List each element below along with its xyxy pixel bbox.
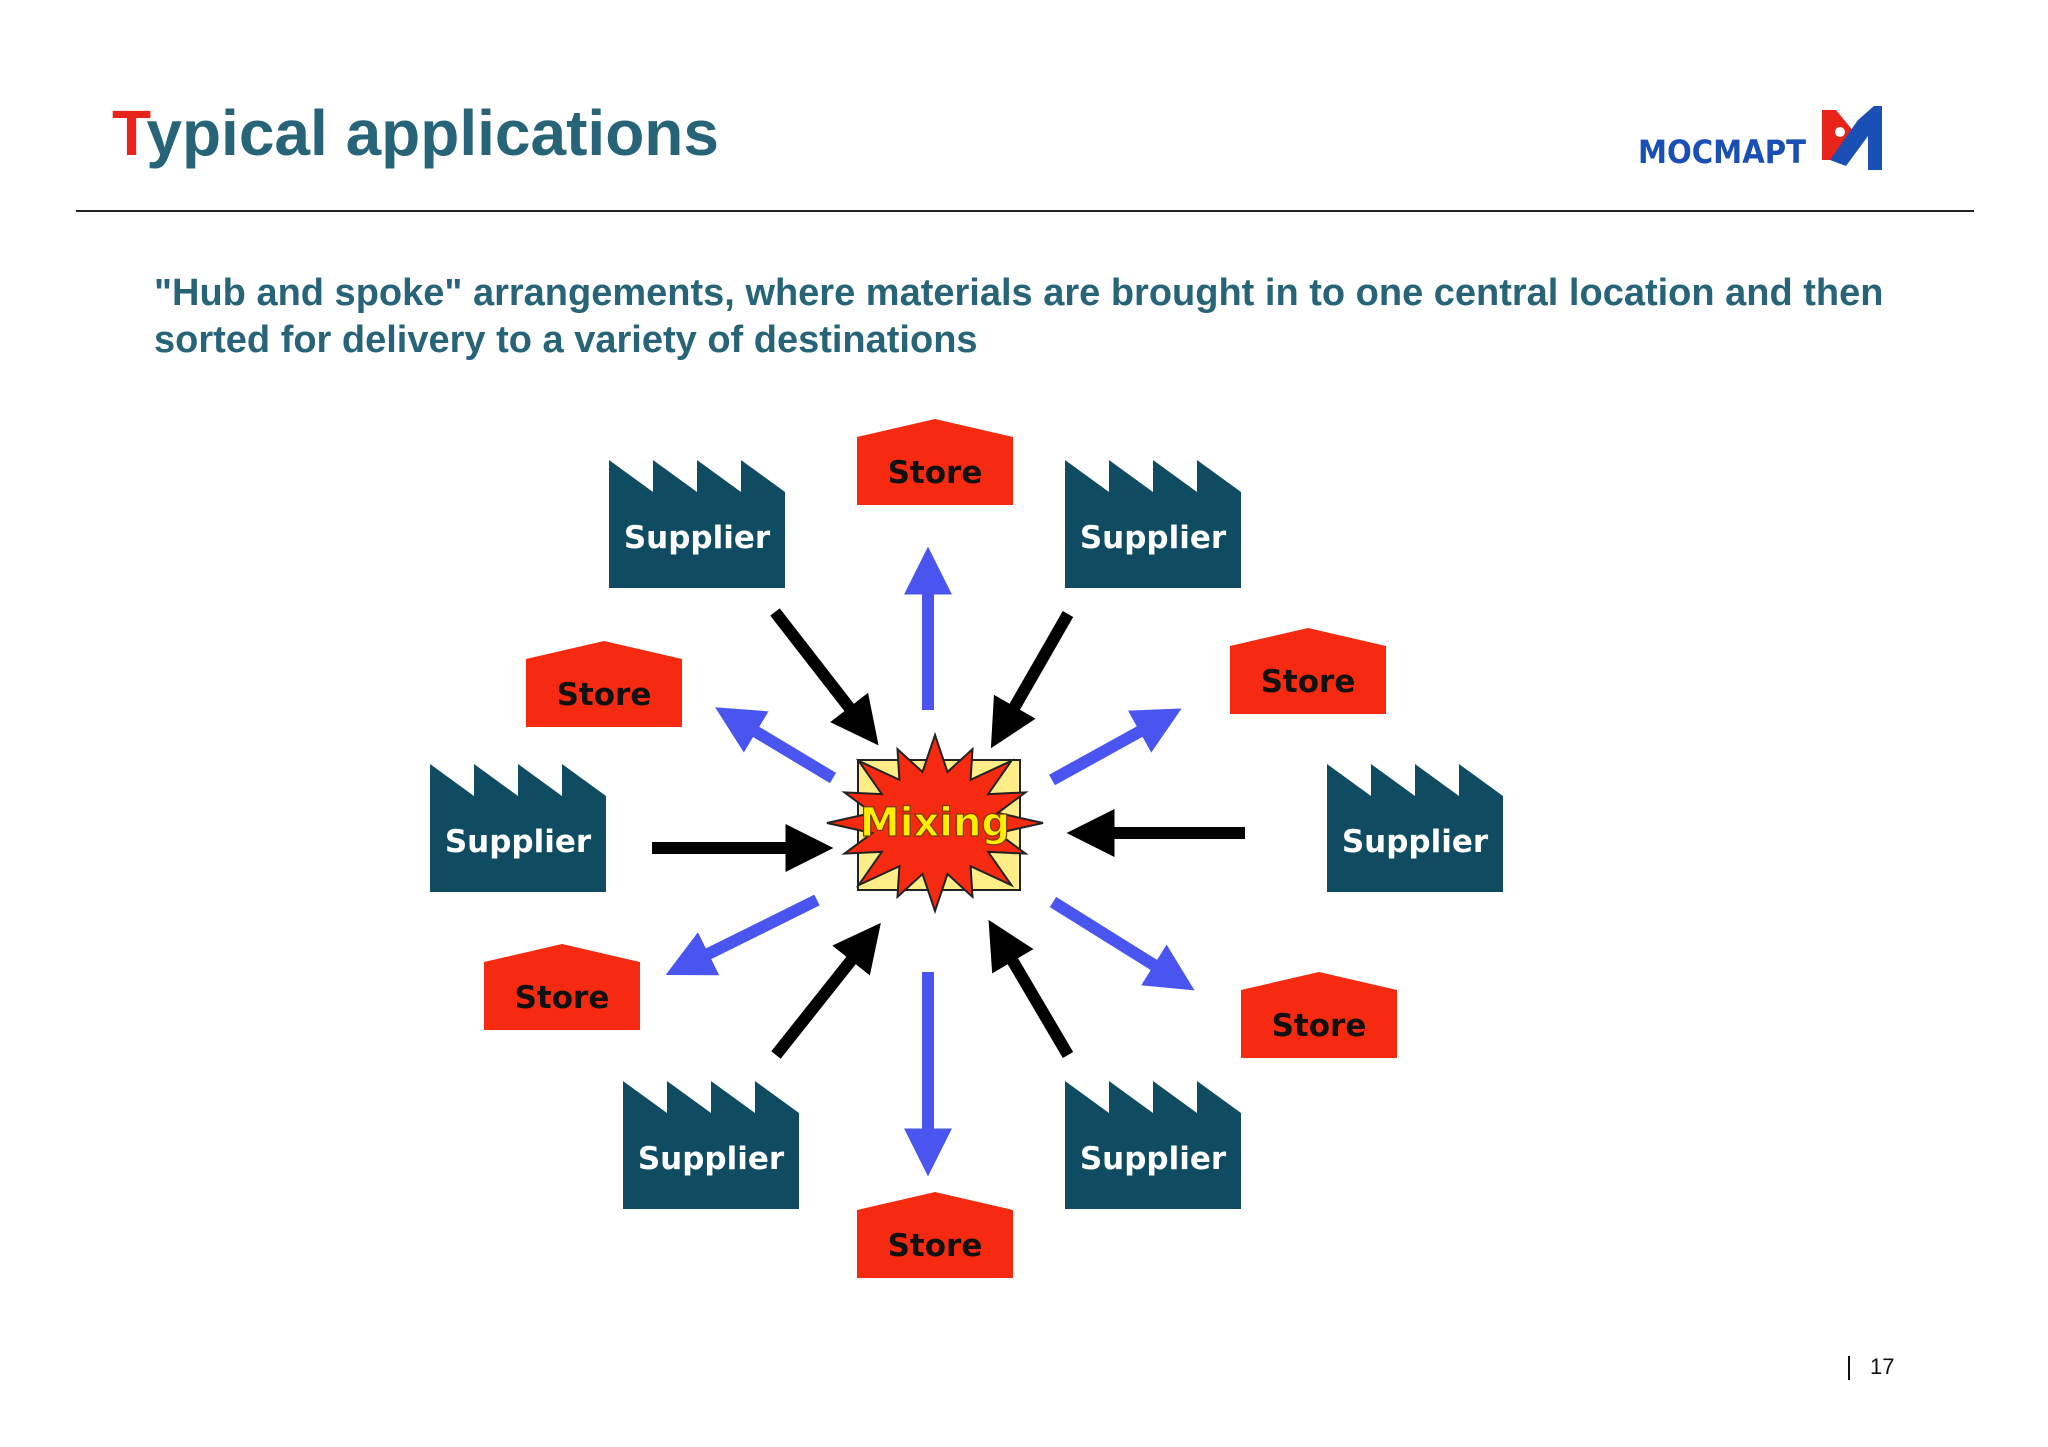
supplier-bottom-right: Supplier [1065,1081,1241,1209]
supplier-building-icon [1327,764,1503,892]
store-label: Store [557,677,652,713]
arrow-out-upper-left [715,707,837,784]
supplier-bottom-left: Supplier [623,1081,799,1209]
store-building-icon [484,944,640,1030]
logo-wordmark: МОСМАРТ [1638,133,1806,171]
supplier-building-icon [1065,460,1241,588]
mosmart-logo: МОСМАРТ [1638,106,1882,171]
subtitle-text: "Hub and spoke" arrangements, where mate… [154,272,1884,361]
store-building-icon [1230,628,1386,714]
title-divider [76,210,1974,212]
arrows-layer [652,546,1245,1177]
mixing-hub: Mixing [826,731,1044,915]
store-upper-left: Store [526,641,682,727]
title-first-letter: T [112,97,147,169]
slide-title: Typical applications [112,96,719,170]
store-building-icon [1241,972,1397,1058]
page-number-divider [1848,1356,1850,1381]
page-number-value: 17 [1870,1354,1895,1379]
store-lower-left: Store [484,944,640,1030]
supplier-building-icon [430,764,606,892]
arrow-out-lower-right [1049,896,1195,991]
store-building-icon [857,419,1013,505]
arrow-in-bottom-left [771,922,881,1059]
arrow-in-top-right [990,611,1074,749]
hub-starburst [826,731,1044,915]
title-rest: ypical applications [146,97,719,169]
store-label: Store [1272,1008,1367,1044]
supplier-label: Supplier [1342,824,1489,860]
supplier-label: Supplier [1080,1141,1227,1177]
page-number: 17 [1848,1354,1895,1381]
arrow-in-top-left [770,608,879,746]
supplier-building-icon [1065,1081,1241,1209]
supplier-label: Supplier [445,824,592,860]
arrow-out-lower-left [665,894,820,976]
supplier-label: Supplier [1080,520,1227,556]
store-top: Store [857,419,1013,505]
supplier-label: Supplier [624,520,771,556]
arrow-out-upper-right [1049,708,1182,786]
store-label: Store [1261,664,1356,700]
supplier-building-icon [609,460,785,588]
store-label: Store [515,980,610,1016]
store-lower-right: Store [1241,972,1397,1058]
store-building-icon [857,1192,1013,1278]
supplier-label: Supplier [638,1141,785,1177]
arrow-in-bottom-right [988,919,1074,1059]
supplier-right: Supplier [1327,764,1503,892]
store-building-icon [526,641,682,727]
supplier-top-left: Supplier [609,460,785,588]
supplier-left: Supplier [430,764,606,892]
store-label: Store [888,455,983,491]
store-label: Store [888,1228,983,1264]
logo-mark [1822,106,1882,170]
store-bottom: Store [857,1192,1013,1278]
supplier-top-right: Supplier [1065,460,1241,588]
supplier-building-icon [623,1081,799,1209]
hub-label: Mixing [860,800,1010,846]
store-upper-right: Store [1230,628,1386,714]
